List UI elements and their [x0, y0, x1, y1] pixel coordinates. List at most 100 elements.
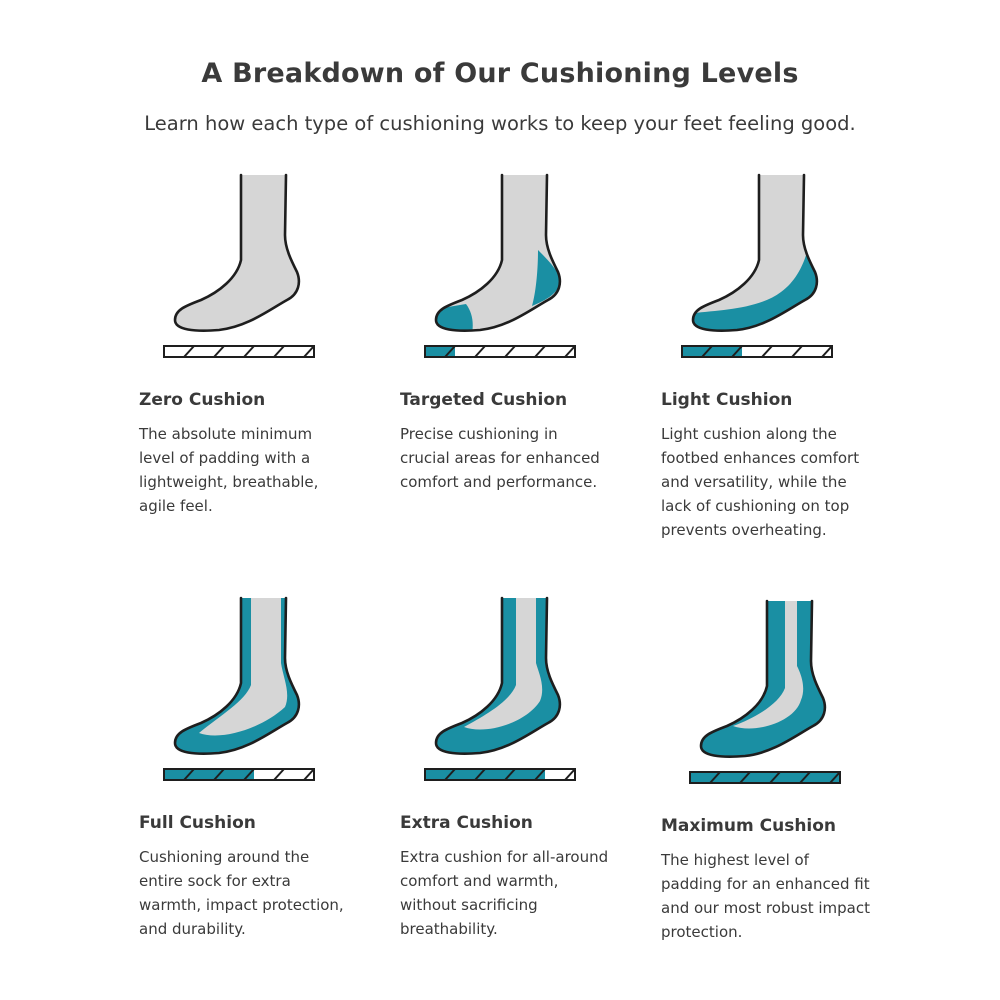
- scale-segment: [742, 346, 772, 357]
- scale-hatch: [731, 345, 743, 358]
- cushion-description: Cushioning around the entire sock for ex…: [139, 848, 344, 938]
- scale-hatch: [564, 345, 576, 358]
- cushion-zones: [693, 252, 817, 331]
- scale-hatch: [213, 768, 225, 781]
- scale-hatch: [444, 768, 456, 781]
- sock-outline: [434, 596, 562, 755]
- scale-frame: [681, 345, 833, 358]
- scale-segment: [802, 346, 832, 357]
- scale-segment: [224, 346, 254, 357]
- scale-segment: [254, 346, 284, 357]
- scale-frame: [424, 345, 576, 358]
- cushion-scale-bar: [163, 345, 315, 358]
- sock-outline: [173, 596, 301, 755]
- scale-segment: [750, 772, 780, 783]
- sock-icon: [689, 599, 841, 784]
- scale-segment: [455, 346, 485, 357]
- sock-body: [175, 175, 299, 331]
- scale-hatch: [474, 768, 486, 781]
- sock-body: [436, 175, 560, 331]
- scale-hatch: [534, 345, 546, 358]
- full-cushion: [436, 598, 560, 754]
- scale-hatch: [799, 771, 811, 784]
- scale-segment: [545, 769, 575, 780]
- scale-frame: [424, 768, 576, 781]
- scale-hatch: [761, 345, 773, 358]
- cushion-scale-bar: [163, 768, 315, 781]
- scale-segment: [682, 346, 712, 357]
- scale-segment: [545, 346, 575, 357]
- page-subtitle: Learn how each type of cushioning works …: [144, 112, 856, 135]
- cushion-title: Maximum Cushion: [661, 816, 837, 836]
- scale-hatch: [564, 768, 576, 781]
- scale-hatch: [504, 345, 516, 358]
- scale-hatch: [829, 771, 841, 784]
- full-cushion: [701, 601, 825, 757]
- scale-hatch: [444, 345, 456, 358]
- scale-segment: [224, 769, 254, 780]
- scale-hatch: [821, 345, 833, 358]
- cushion-description: The highest level of padding for an enha…: [661, 851, 870, 941]
- scale-hatch: [273, 768, 285, 781]
- cushion-zones: [175, 598, 299, 754]
- sock-outline: [173, 173, 301, 332]
- scale-segment: [194, 769, 224, 780]
- scale-hatch: [243, 768, 255, 781]
- scale-hatch: [791, 345, 803, 358]
- sock-outline: [434, 173, 562, 332]
- scale-segment: [515, 769, 545, 780]
- scale-segment: [425, 769, 455, 780]
- cushion-scale-bar: [689, 771, 841, 784]
- scale-frame: [689, 771, 841, 784]
- cushion-description: Precise cushioning in crucial areas for …: [400, 425, 600, 491]
- cushion-zones: [436, 598, 560, 754]
- scale-segment: [164, 769, 194, 780]
- scale-segment: [690, 772, 720, 783]
- scale-hatch: [183, 345, 195, 358]
- scale-segment: [810, 772, 840, 783]
- cushion-description: The absolute minimum level of padding wi…: [139, 425, 319, 515]
- sock-icon: [424, 173, 576, 358]
- scale-hatch: [701, 345, 713, 358]
- cushion-description: Light cushion along the footbed enhances…: [661, 425, 860, 539]
- scale-hatch: [183, 768, 195, 781]
- scale-segment: [455, 769, 485, 780]
- inner-lining: [199, 598, 288, 736]
- cushion-zones: [701, 601, 825, 757]
- page-title: A Breakdown of Our Cushioning Levels: [201, 58, 799, 89]
- scale-segment: [164, 346, 194, 357]
- scale-hatch: [273, 345, 285, 358]
- heel-cushion: [532, 250, 560, 306]
- scale-frame: [163, 345, 315, 358]
- footbed-cushion: [693, 252, 817, 331]
- scale-segment: [284, 346, 314, 357]
- cushion-title: Targeted Cushion: [400, 390, 568, 410]
- cushion-scale-bar: [681, 345, 833, 358]
- scale-segment: [425, 346, 455, 357]
- scale-segment: [780, 772, 810, 783]
- sock-icon: [163, 596, 315, 781]
- scale-hatch: [213, 345, 225, 358]
- sock-icon: [163, 173, 315, 358]
- sock-outline: [691, 173, 819, 332]
- scale-hatch: [474, 345, 486, 358]
- cushion-scale-bar: [424, 768, 576, 781]
- cushion-description: Extra cushion for all-around comfort and…: [400, 848, 609, 938]
- inner-lining: [733, 601, 804, 729]
- sock-icon: [681, 173, 833, 358]
- scale-hatch: [739, 771, 751, 784]
- scale-segment: [485, 346, 515, 357]
- scale-segment: [720, 772, 750, 783]
- scale-hatch: [303, 345, 315, 358]
- sock-icon: [424, 596, 576, 781]
- scale-segment: [712, 346, 742, 357]
- scale-segment: [284, 769, 314, 780]
- scale-segment: [194, 346, 224, 357]
- cushion-title: Light Cushion: [661, 390, 793, 410]
- scale-segment: [254, 769, 284, 780]
- inner-lining: [464, 598, 543, 730]
- scale-hatch: [769, 771, 781, 784]
- sock-outline: [699, 599, 827, 758]
- scale-hatch: [504, 768, 516, 781]
- scale-segment: [772, 346, 802, 357]
